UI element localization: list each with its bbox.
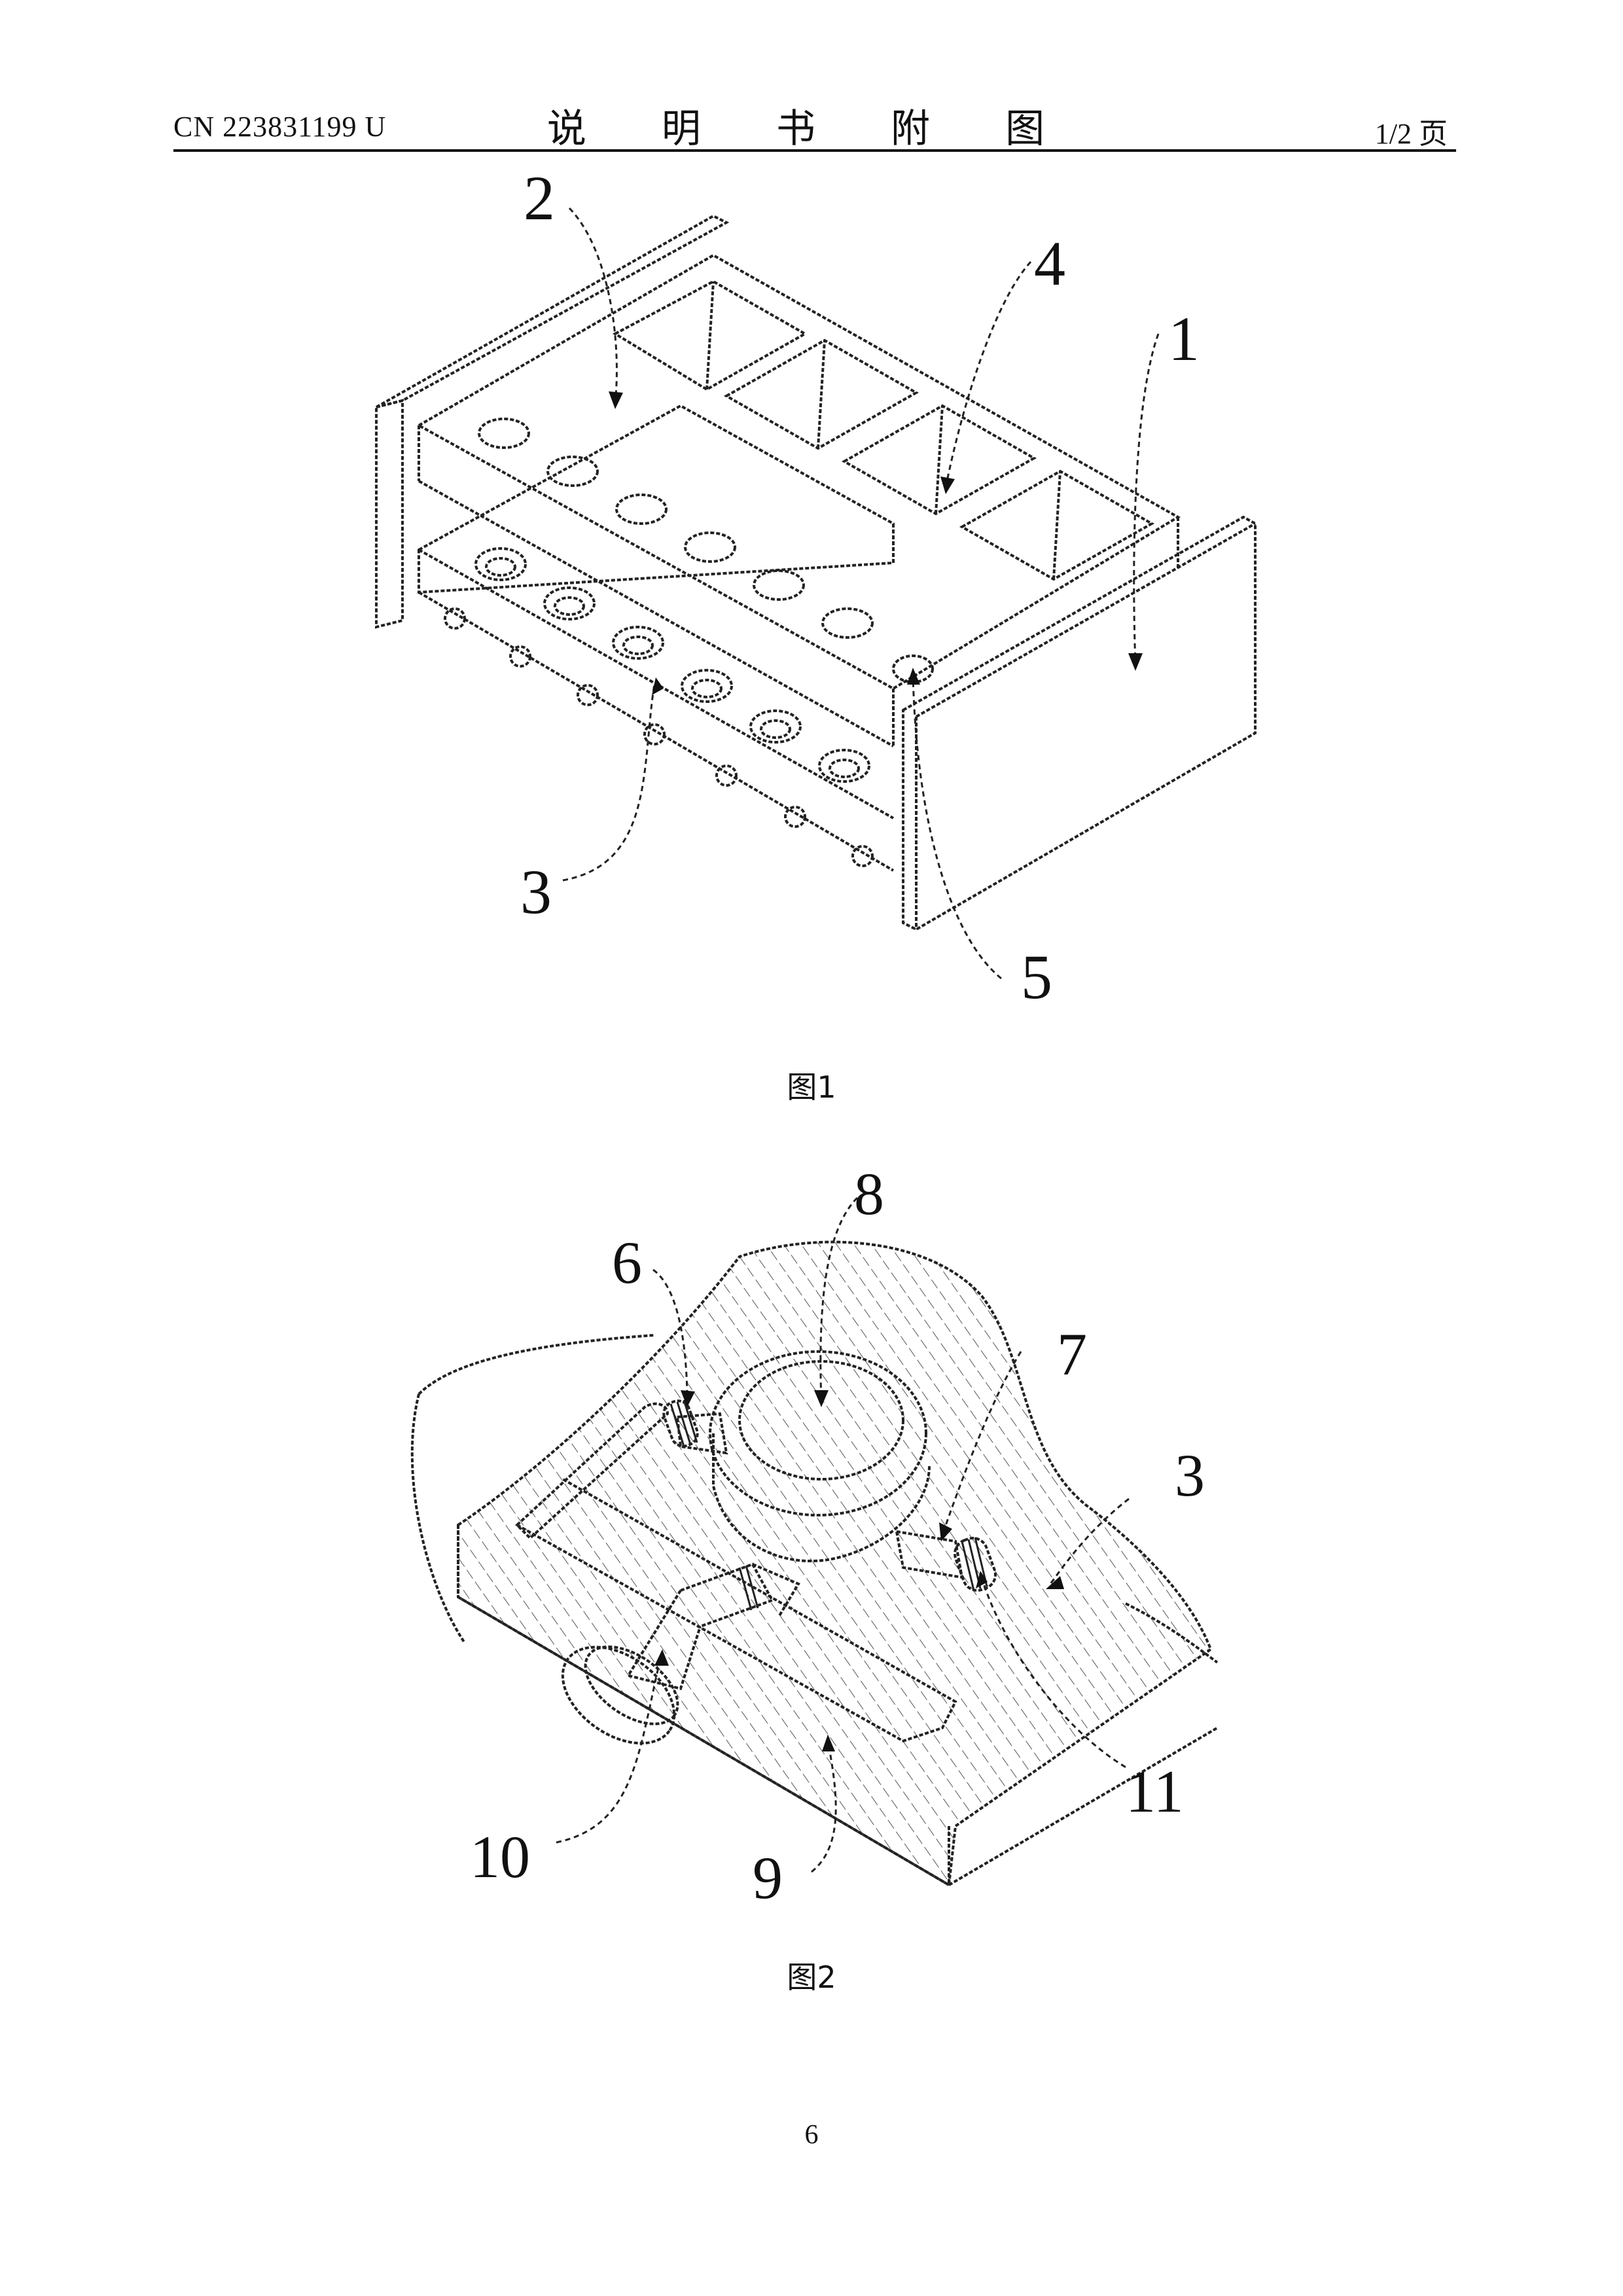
figure-2-drawing: 6 8 7 3 11 10 9: [0, 0, 1623, 1964]
callout-fig2-11: 11: [1126, 1758, 1184, 1825]
callout-fig2-8: 8: [854, 1160, 884, 1227]
callout-fig2-6: 6: [612, 1229, 642, 1296]
page-number: 6: [0, 2119, 1623, 2151]
callout-fig2-3: 3: [1175, 1442, 1205, 1509]
callout-fig2-7: 7: [1057, 1321, 1087, 1388]
callout-fig2-10: 10: [470, 1823, 530, 1890]
figure-2-caption: 图2: [0, 1954, 1623, 1997]
callout-fig2-9: 9: [753, 1844, 783, 1911]
